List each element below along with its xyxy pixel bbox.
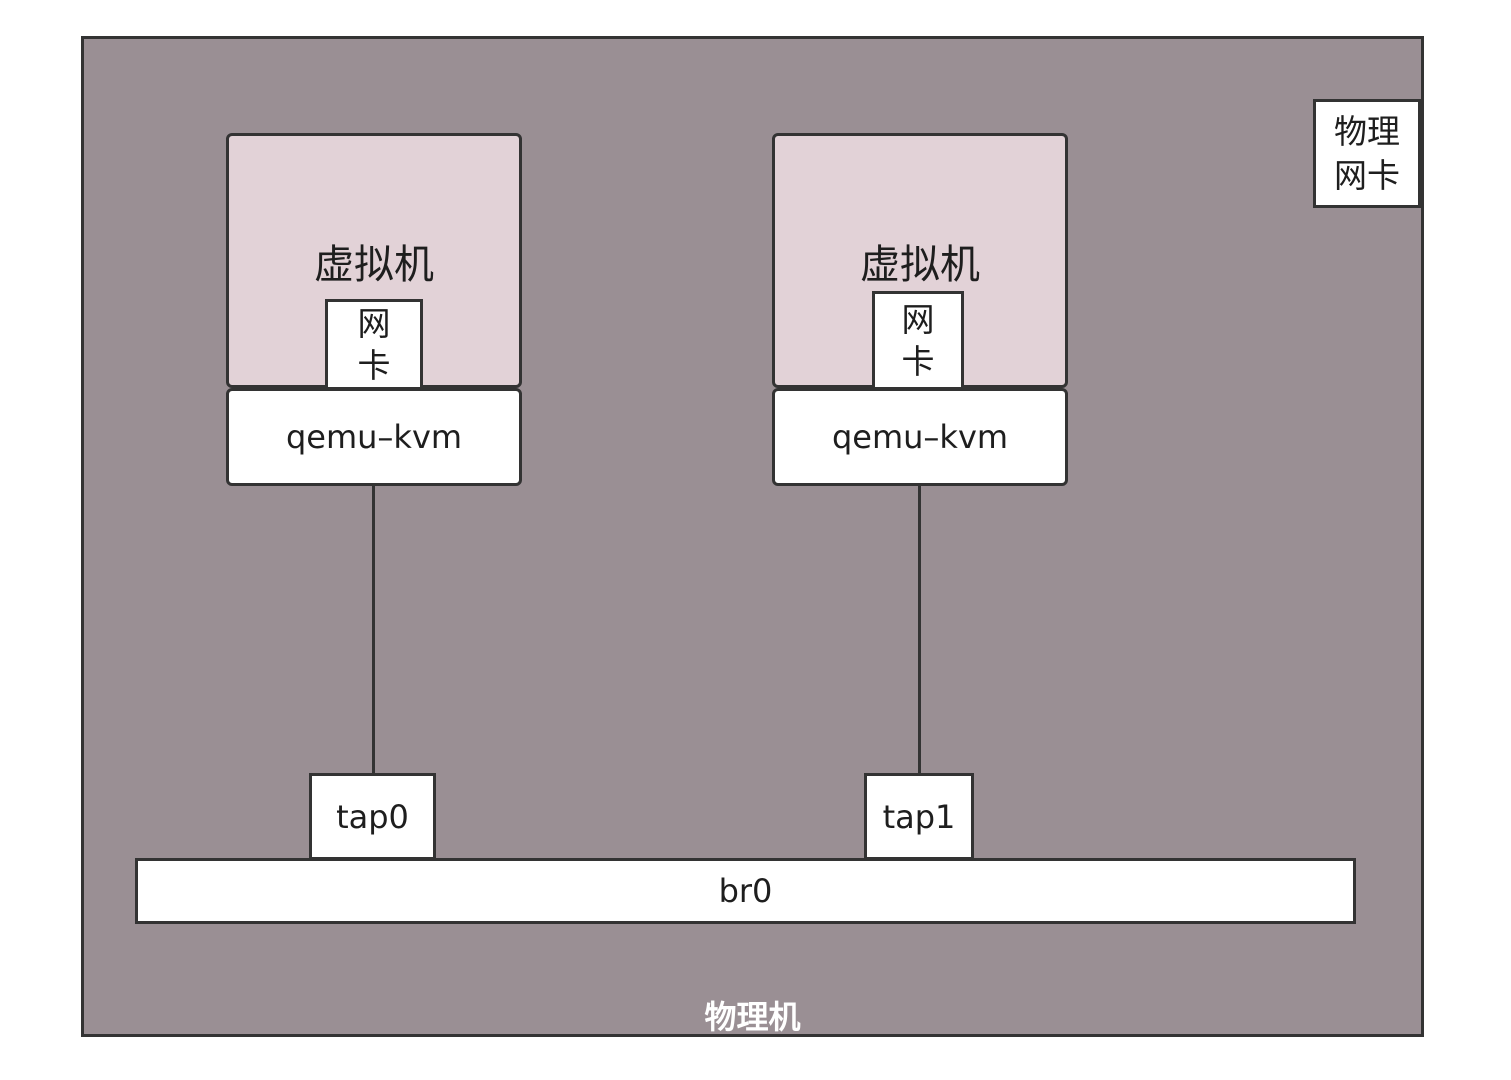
tap0-label: tap0 xyxy=(336,797,409,836)
vm-2-nic-label-line-1: 网 xyxy=(901,299,935,339)
bridge-label: br0 xyxy=(718,872,773,910)
vm-2-nic-label-line-2: 卡 xyxy=(901,341,935,381)
qemu-kvm-2-label: qemu–kvm xyxy=(831,418,1009,456)
qemu-kvm-1-box: qemu–kvm xyxy=(226,388,522,486)
physical-machine-label: 物理机 xyxy=(704,998,801,1036)
connector-line-2 xyxy=(918,486,921,774)
virtual-machine-1-label: 虚拟机 xyxy=(314,242,434,288)
virtual-machine-1-nic-box: 网 卡 xyxy=(325,299,423,390)
physical-machine-box: 物理 网卡 虚拟机 网 卡 qemu–kvm tap0 虚拟机 网 卡 qemu… xyxy=(81,36,1424,1037)
tap1-label: tap1 xyxy=(882,797,956,836)
qemu-kvm-2-box: qemu–kvm xyxy=(772,388,1068,486)
tap0-box: tap0 xyxy=(309,773,436,860)
physical-nic-label-line-2: 网卡 xyxy=(1334,155,1400,195)
connector-line-1 xyxy=(372,486,375,774)
vm-1-nic-label-line-1: 网 xyxy=(357,303,391,343)
virtual-machine-2-nic-box: 网 卡 xyxy=(872,291,964,390)
bridge-br0-bar: br0 xyxy=(135,858,1356,924)
qemu-kvm-1-label: qemu–kvm xyxy=(285,418,463,456)
vm-1-nic-label-line-2: 卡 xyxy=(357,345,391,385)
tap1-box: tap1 xyxy=(864,773,974,860)
physical-nic-box: 物理 网卡 xyxy=(1313,99,1421,208)
virtual-machine-2-label: 虚拟机 xyxy=(860,242,980,288)
physical-nic-label-line-1: 物理 xyxy=(1334,111,1400,151)
